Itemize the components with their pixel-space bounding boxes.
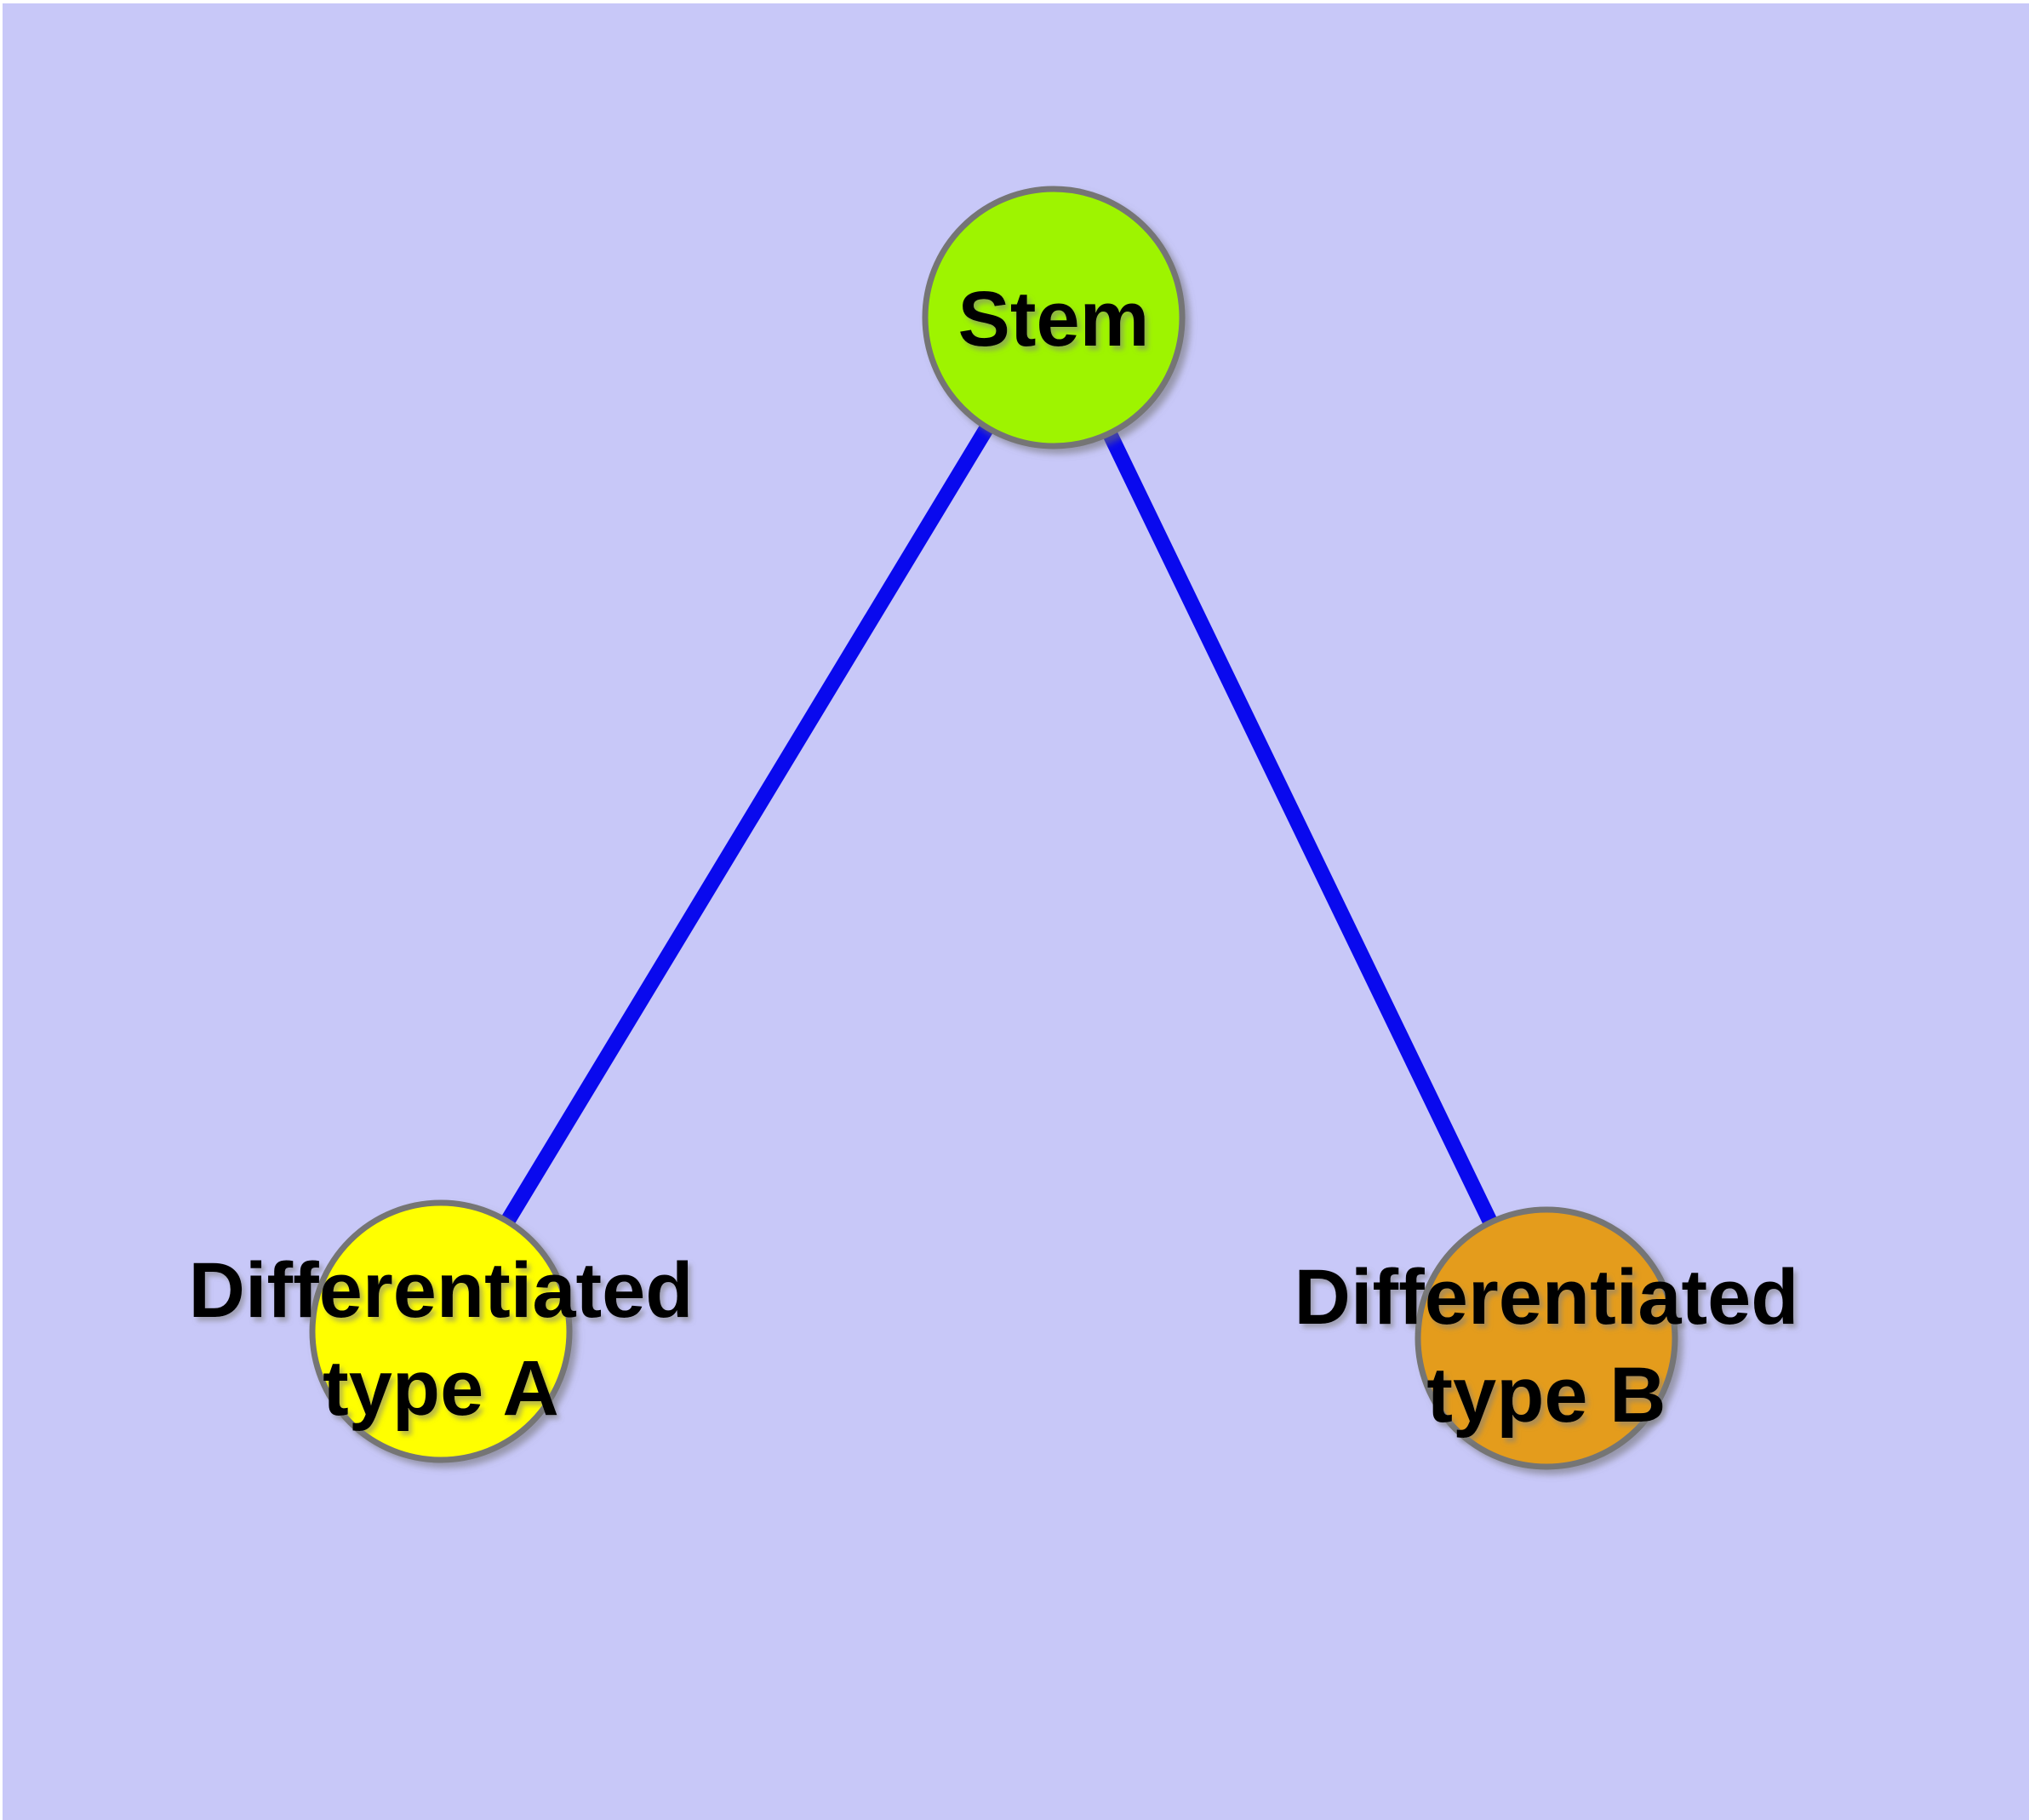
- node-differentiated-type-b: Differentiated type B: [1295, 1206, 1799, 1470]
- node-differentiated-type-a: Differentiated type A: [189, 1199, 694, 1463]
- edge-layer: [434, 313, 1554, 1342]
- top-edge-strip: [0, 0, 2029, 3]
- node-differentiated-type-a-label-line1: Differentiated: [189, 1247, 694, 1334]
- edge-stem-to-type-b: [1046, 314, 1554, 1342]
- node-stem: Stem: [922, 186, 1186, 449]
- node-differentiated-type-b-label-line1: Differentiated: [1295, 1254, 1799, 1341]
- node-differentiated-type-b-circle: [1415, 1206, 1678, 1470]
- node-differentiated-type-a-label-line2: type A: [323, 1345, 559, 1432]
- node-differentiated-type-a-circle: [309, 1199, 573, 1463]
- node-stem-circle: [922, 186, 1186, 449]
- left-edge-strip: [0, 0, 3, 1820]
- edge-stem-to-type-a: [434, 313, 1060, 1336]
- node-stem-label: Stem: [958, 276, 1150, 363]
- node-differentiated-type-b-label-line2: type B: [1426, 1352, 1666, 1439]
